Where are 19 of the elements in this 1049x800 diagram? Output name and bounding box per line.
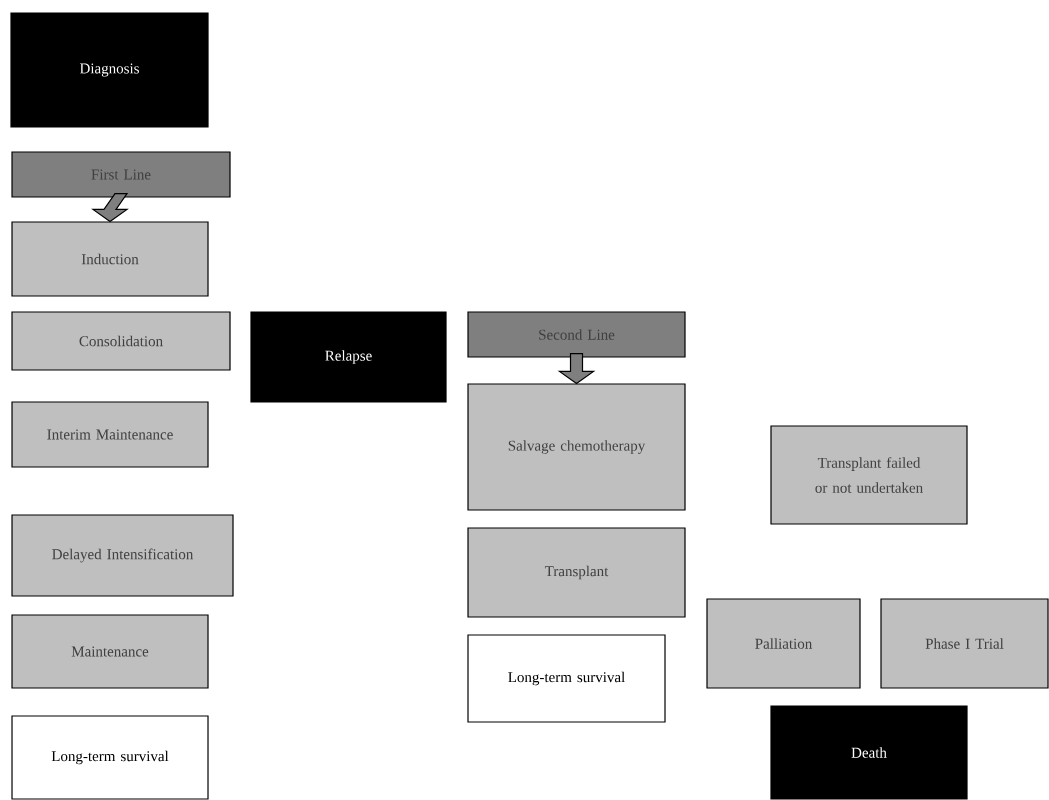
stage-box: Maintenance <box>11 614 209 689</box>
outcome-box: Long-term survival <box>467 634 666 723</box>
stage-box: Consolidation <box>11 311 231 371</box>
stage-box: Transplant failed or not undertaken <box>770 425 968 525</box>
phase-banner: Second Line <box>467 311 686 358</box>
stage-box: Phase I Trial <box>880 598 1049 689</box>
event-box: Diagnosis <box>10 12 209 128</box>
stage-box: Induction <box>11 221 209 297</box>
stage-box: Transplant <box>467 527 686 618</box>
block-arrow <box>91 193 129 223</box>
stage-box: Salvage chemotherapy <box>467 383 686 511</box>
outcome-box: Long-term survival <box>11 715 209 800</box>
block-arrow <box>557 353 596 385</box>
stage-box: Interim Maintenance <box>11 401 209 468</box>
event-box: Relapse <box>250 311 447 403</box>
stage-box: Palliation <box>706 598 861 689</box>
event-box: Death <box>770 705 968 800</box>
stage-box: Delayed Intensification <box>11 514 234 597</box>
phase-banner: First Line <box>11 151 231 198</box>
